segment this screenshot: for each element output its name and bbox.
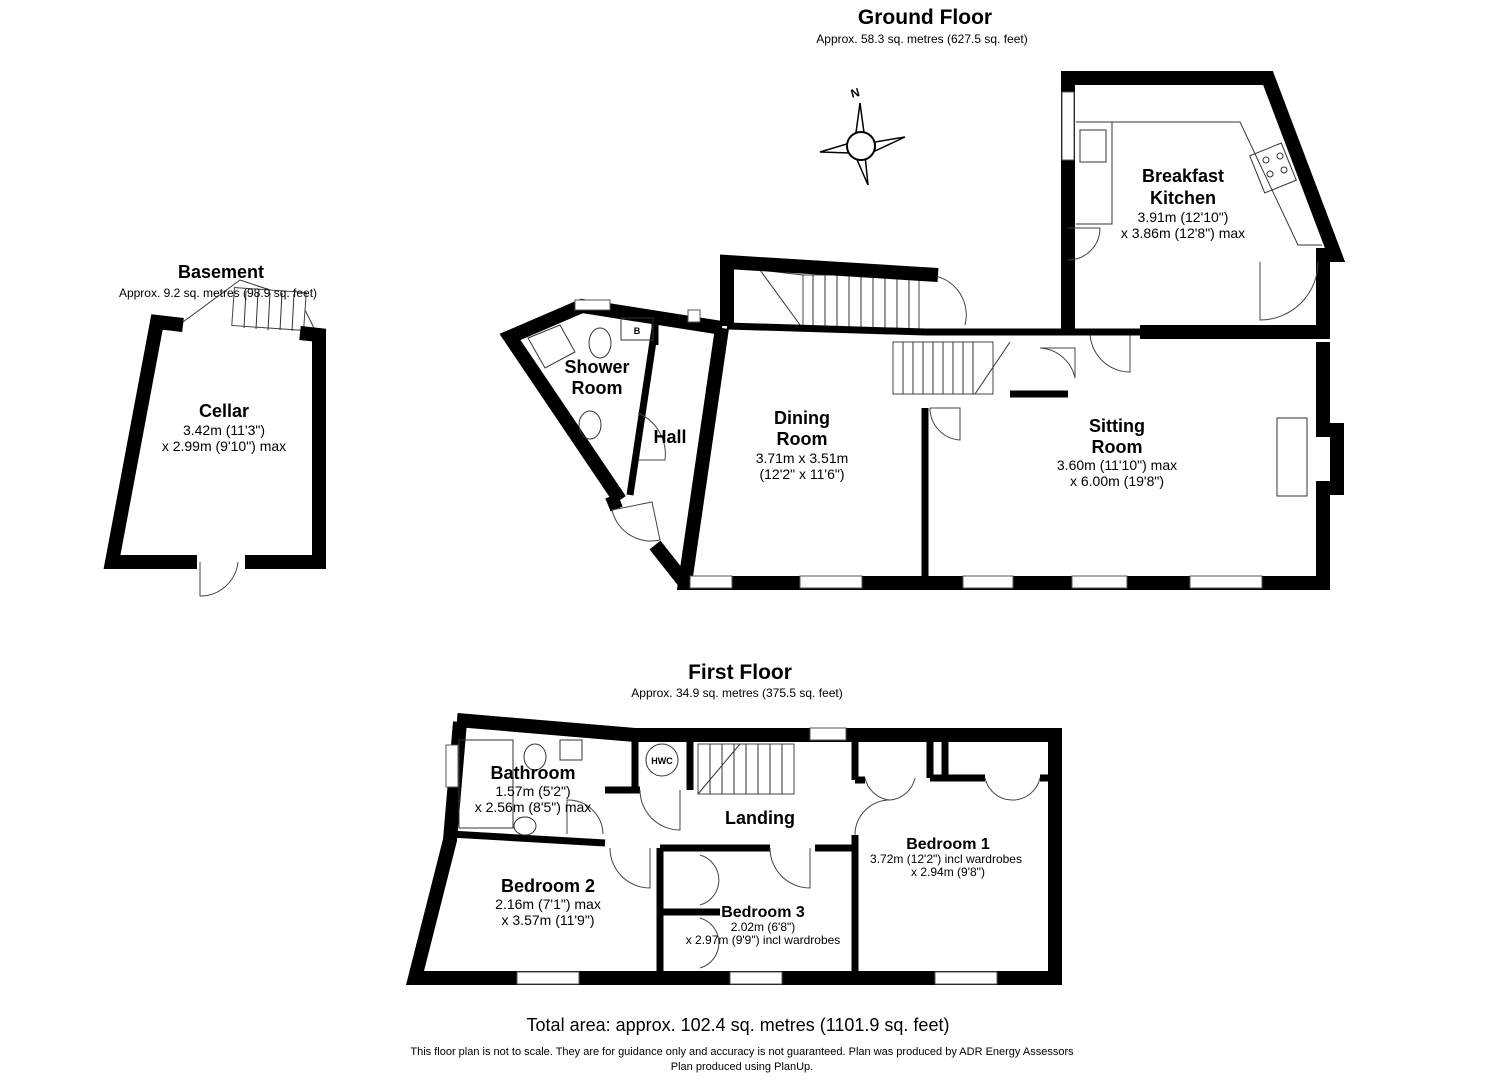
- dining-room-dim-1: 3.71m x 3.51m: [756, 450, 849, 466]
- hob-icon: [1249, 142, 1297, 194]
- bedroom3-dim-1: 2.02m (6'8"): [731, 920, 796, 934]
- kitchen-sitting-door-icon: [1089, 331, 1131, 373]
- sitting-door2-icon: [929, 407, 961, 441]
- sitting-room-name-1: Sitting: [1089, 416, 1145, 436]
- bedroom1-dim-2: x 2.94m (9'8"): [911, 865, 985, 879]
- wc-icon: [523, 743, 547, 771]
- shower-door-icon: [637, 412, 666, 461]
- kitchen-door-icon: [1067, 227, 1101, 261]
- kitchen-dim-1: 3.91m (12'10"): [1138, 209, 1229, 225]
- bedroom2-dim-1: 2.16m (7'1") max: [495, 896, 601, 912]
- basin-icon: [513, 816, 537, 836]
- bath-icon: [458, 739, 514, 829]
- disclaimer-line-2: Plan produced using PlanUp.: [671, 1061, 813, 1073]
- shower-tray-icon: [527, 324, 576, 369]
- bedroom1-door-icon: [854, 799, 891, 836]
- bedroom2-door-icon: [609, 847, 651, 889]
- hall-shower-walls: B: [499, 298, 724, 588]
- compass-n-label: N: [849, 85, 861, 101]
- dining-room-name-1: Dining: [774, 408, 830, 428]
- bedroom2-name: Bedroom 2: [501, 876, 595, 896]
- dining-room-name-2: Room: [777, 429, 828, 449]
- hwc-label: HWC: [651, 756, 673, 766]
- cellar-name: Cellar: [199, 401, 249, 421]
- ground-floor: Ground Floor Approx. 58.3 sq. metres (62…: [499, 6, 1346, 590]
- shower-room-name-2: Room: [572, 378, 623, 398]
- sitting-door-icon: [1039, 347, 1076, 379]
- first-floor-title: First Floor: [688, 661, 792, 684]
- hall-name: Hall: [653, 427, 686, 447]
- sink-icon: [1079, 129, 1107, 163]
- ground-floor-area: Approx. 58.3 sq. metres (627.5 sq. feet): [816, 32, 1027, 46]
- sitting-room-dim-1: 3.60m (11'10") max: [1057, 457, 1177, 473]
- bedroom1-name: Bedroom 1: [906, 836, 990, 853]
- basement: Basement Approx. 9.2 sq. metres (98.9 sq…: [103, 262, 326, 597]
- kitchen-name-2: Kitchen: [1150, 188, 1216, 208]
- kitchen-french-door-icon: [1259, 261, 1319, 321]
- basin-icon: [578, 410, 602, 440]
- wardrobe-door-icon: [864, 777, 916, 801]
- first-floor-area: Approx. 34.9 sq. metres (375.5 sq. feet): [631, 686, 842, 700]
- first-floor: First Floor Approx. 34.9 sq. metres (375…: [406, 661, 1062, 985]
- compass-icon: N: [819, 85, 906, 186]
- bedroom3-wardrobe-icon: [699, 854, 720, 969]
- basement-area: Approx. 9.2 sq. metres (98.9 sq. feet): [119, 286, 317, 300]
- toilet-icon: [588, 327, 612, 359]
- ground-floor-title: Ground Floor: [858, 6, 992, 29]
- front-door-icon: [611, 501, 661, 542]
- hwc-door-icon: [639, 789, 681, 831]
- cellar-door-icon: [199, 561, 239, 597]
- sitting-room-dim-2: x 6.00m (19'8"): [1070, 473, 1164, 489]
- disclaimer-line-1: This floor plan is not to scale. They ar…: [410, 1046, 1074, 1058]
- bedroom3-door-icon: [769, 847, 811, 889]
- bathroom-name: Bathroom: [491, 763, 576, 783]
- stair-door-icon: [924, 274, 967, 326]
- kitchen-name-1: Breakfast: [1142, 166, 1224, 186]
- dining-room-dim-2: (12'2" x 11'6"): [759, 466, 844, 482]
- kitchen-dim-2: x 3.86m (12'8") max: [1121, 225, 1245, 241]
- sitting-room-walls: [921, 328, 1344, 590]
- shower-room-name-1: Shower: [564, 357, 629, 377]
- wardrobe2-door-icon: [984, 777, 1041, 801]
- bedroom3-name: Bedroom 3: [721, 904, 805, 921]
- bedroom3-dim-2: x 2.97m (9'9") incl wardrobes: [686, 933, 841, 947]
- boiler-label: B: [634, 326, 641, 336]
- basement-title: Basement: [178, 262, 264, 282]
- total-area: Total area: approx. 102.4 sq. metres (11…: [527, 1015, 950, 1035]
- bathroom-dim-2: x 2.56m (8'5") max: [475, 799, 592, 815]
- cellar-dim-1: 3.42m (11'3"): [183, 422, 265, 438]
- ground-stairs: [759, 269, 1011, 395]
- cellar-dim-2: x 2.99m (9'10") max: [162, 438, 286, 454]
- sitting-room-name-2: Room: [1092, 437, 1143, 457]
- landing-name: Landing: [725, 808, 795, 828]
- bedroom1-dim-1: 3.72m (12'2") incl wardrobes: [870, 852, 1022, 866]
- hwc-icon: [645, 743, 679, 777]
- bathroom-dim-1: 1.57m (5'2"): [495, 783, 570, 799]
- bathroom-door-icon: [566, 799, 604, 835]
- fireplace-icon: [1276, 417, 1308, 497]
- bedroom2-dim-2: x 3.57m (11'9"): [502, 912, 595, 928]
- kitchen-walls: [1061, 71, 1346, 373]
